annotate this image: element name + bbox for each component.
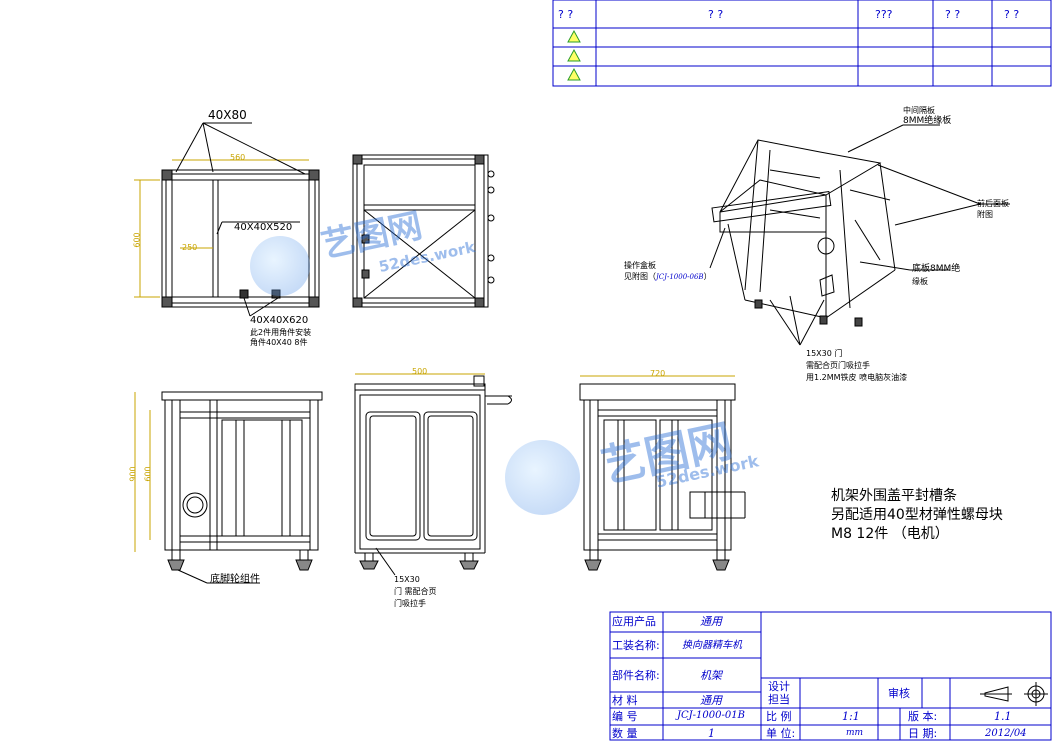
note-line-3: M8 12件 （电机） xyxy=(831,526,949,542)
door-note-1: 15X30 xyxy=(394,575,420,584)
iso-callout-1b: 8MM绝缘板 xyxy=(903,116,952,126)
tb-fixture-label: 工装名称: xyxy=(612,639,660,652)
elevation-middle xyxy=(354,373,512,576)
dim-560: 560 xyxy=(230,153,246,162)
plan-view-left xyxy=(134,122,320,317)
tb-unit-value: mm xyxy=(846,728,864,738)
dim-600-side: 600 xyxy=(143,466,153,482)
iso-callout-3b: 缘板 xyxy=(912,277,928,286)
rev-header-2a: ? ? xyxy=(708,8,724,21)
iso-callout-2b: 附图 xyxy=(977,210,993,219)
iso-callout-2a: 前后面板 xyxy=(977,199,1009,208)
door-note-3: 门吸拉手 xyxy=(394,599,426,608)
dim-900: 900 xyxy=(128,466,138,482)
dim-600: 600 xyxy=(132,232,142,248)
revision-triangles xyxy=(567,29,581,81)
tb-design-label-2: 担当 xyxy=(768,693,790,706)
iso-callout-3a: 底板8MM绝 xyxy=(912,264,961,274)
iso-callout-5b: 需配合页门吸拉手 xyxy=(806,361,870,370)
tb-number-label: 编 号 xyxy=(612,710,638,723)
tb-part-label: 部件名称: xyxy=(612,669,660,682)
elevation-right xyxy=(579,375,746,571)
iso-callout-5a: 15X30 门 xyxy=(806,349,843,358)
tb-qty-label: 数 量 xyxy=(612,727,638,740)
tb-review-label: 审核 xyxy=(888,687,910,700)
profile-label-520: 40X40X520 xyxy=(234,222,293,233)
title-block-lines xyxy=(609,611,1052,741)
tb-part-value: 机架 xyxy=(700,669,722,682)
note-line-1: 机架外围盖平封槽条 xyxy=(831,488,957,504)
tb-scale-label: 比 例 xyxy=(766,710,792,723)
elevation-left xyxy=(134,391,323,584)
iso-callout-4a: 操作盒板 xyxy=(624,261,656,270)
tb-scale-value: 1:1 xyxy=(842,710,860,723)
dim-500: 500 xyxy=(412,367,428,376)
tb-material-label: 材 料 xyxy=(612,694,638,707)
tb-product-value: 通用 xyxy=(700,615,722,628)
tb-date-label: 日 期: xyxy=(908,727,938,740)
rev-header-5: ? ? xyxy=(1004,8,1020,21)
iso-callout-5c: 用1.2MM铁皮 喷电脑灰油漆 xyxy=(806,373,908,382)
tb-date-value: 2012/04 xyxy=(985,728,1027,739)
iso-callout-1a: 中间隔板 xyxy=(903,106,935,115)
dim-250: 250 xyxy=(182,243,198,252)
tb-version-label: 版 本: xyxy=(908,710,938,723)
tb-design-label-1: 设计 xyxy=(768,680,790,693)
tb-qty-value: 1 xyxy=(708,727,715,740)
door-note-2: 门 需配合页 xyxy=(394,587,437,596)
revision-table xyxy=(552,0,1052,87)
isometric-view xyxy=(709,124,1010,346)
tb-number-value: JCJ-1000-01B xyxy=(677,710,745,721)
projection-symbol xyxy=(980,682,1048,706)
tb-material-value: 通用 xyxy=(700,694,722,707)
plan-view-middle xyxy=(352,154,495,308)
caster-label: 底脚轮组件 xyxy=(210,574,260,585)
tb-fixture-value: 换向器精车机 xyxy=(682,640,742,651)
iso-callout-4b: 见附图（JCJ-1000-06B） xyxy=(624,272,712,281)
plan-note-1: 此2件用角件安装 xyxy=(250,328,312,337)
profile-label-40x80: 40X80 xyxy=(208,108,247,122)
plan-note-2: 角件40X40 8件 xyxy=(250,338,308,347)
tb-unit-label: 单 位: xyxy=(766,727,796,740)
watermark-globe-icon xyxy=(505,440,580,515)
watermark-globe-icon xyxy=(250,236,310,296)
rev-header-1: ? ? xyxy=(558,8,574,21)
tb-product-label: 应用产品 xyxy=(612,615,656,628)
dim-720: 720 xyxy=(650,369,666,378)
rev-header-4: ? ? xyxy=(945,8,961,21)
profile-label-620: 40X40X620 xyxy=(250,315,309,326)
tb-version-value: 1.1 xyxy=(994,710,1012,723)
rev-header-3: ??? xyxy=(875,8,893,21)
note-line-2: 另配适用40型材弹性螺母块 xyxy=(831,507,1003,523)
